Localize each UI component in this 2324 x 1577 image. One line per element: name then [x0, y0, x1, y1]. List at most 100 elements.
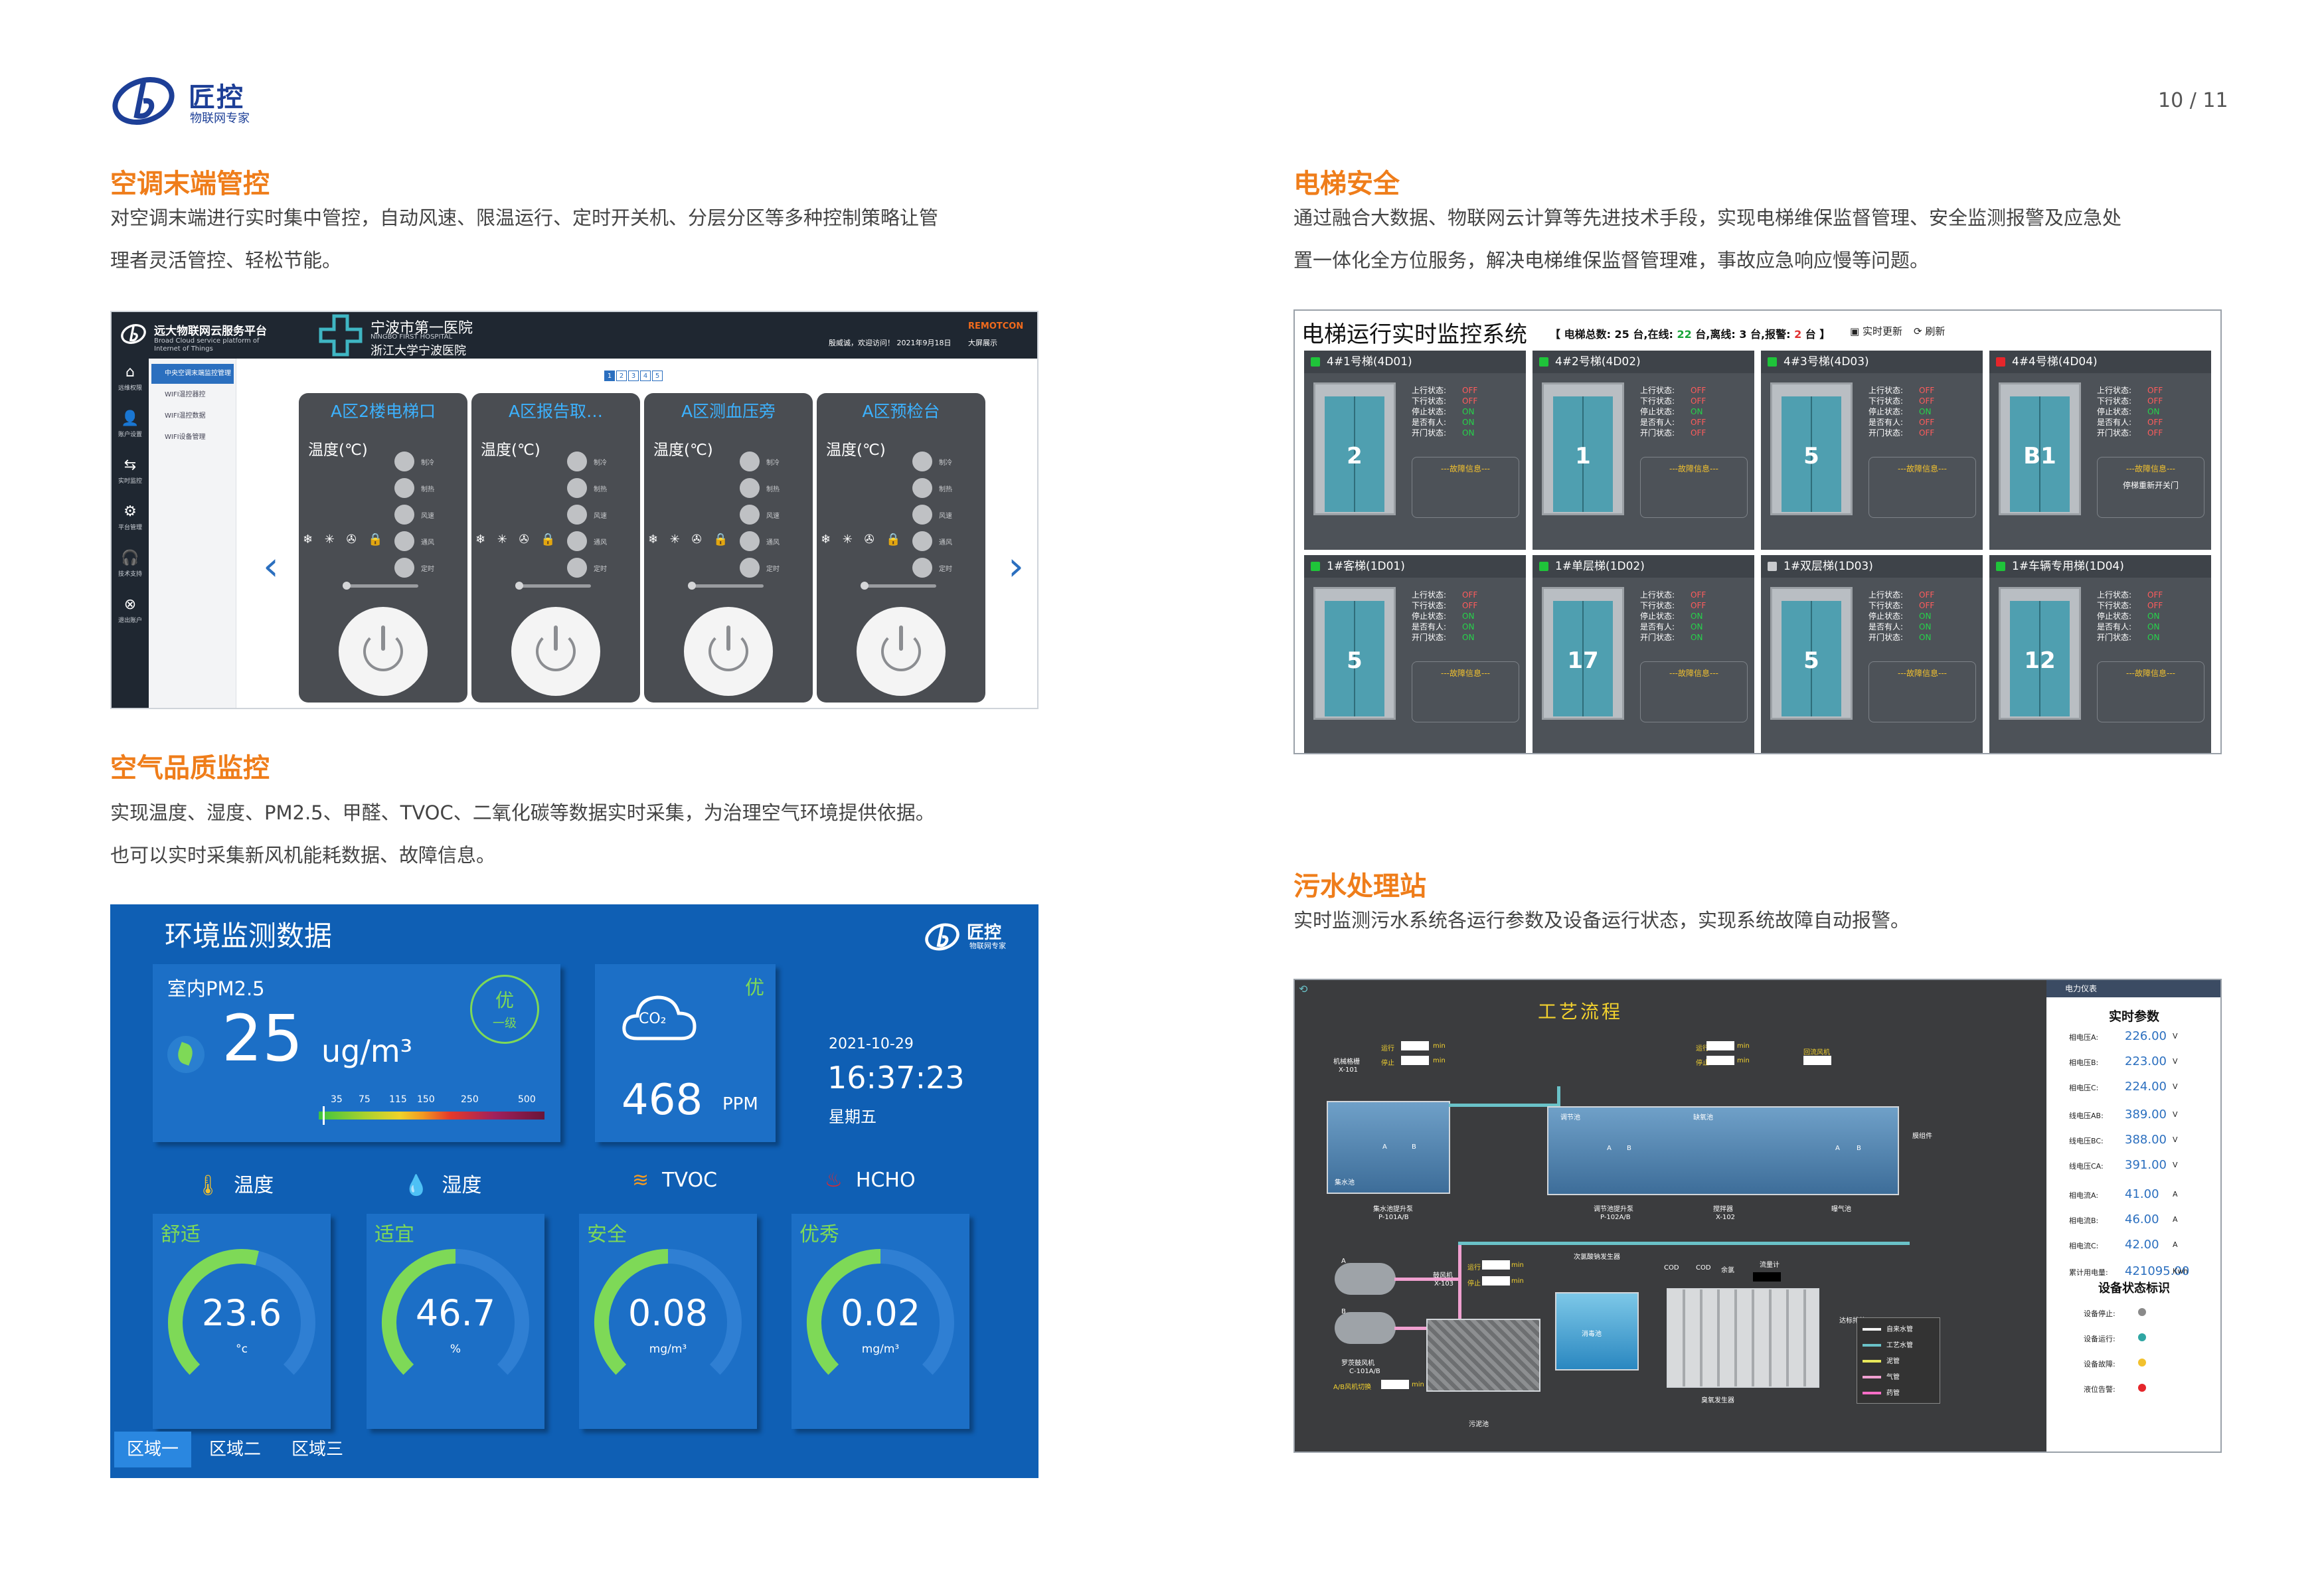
- tab-zone-2[interactable]: 区域二: [208, 1440, 261, 1459]
- pm25-unit: ug/m³: [321, 1033, 413, 1069]
- grid-run-input[interactable]: [1401, 1041, 1429, 1050]
- page-button[interactable]: 3: [628, 371, 639, 381]
- ab-switch-input[interactable]: [1381, 1380, 1409, 1389]
- gauge-fill-arc: [168, 1249, 259, 1375]
- pipe-key-item: 泥管: [1863, 1355, 1942, 1365]
- ac-option-button[interactable]: 定时: [567, 558, 640, 584]
- sidebar-item-logout[interactable]: ⊗退出账户: [112, 591, 149, 637]
- menu-item-central-ac[interactable]: 中央空调末端监控管理: [151, 364, 234, 384]
- page-button[interactable]: 4: [640, 371, 651, 381]
- option-dot-icon: [394, 478, 414, 498]
- sewage-refresh-icon[interactable]: ⟲: [1299, 983, 1308, 995]
- big-screen-link[interactable]: 大屏展示: [968, 339, 997, 347]
- next-arrow-icon[interactable]: ›: [1008, 543, 1024, 590]
- current-time: 16:37:23: [827, 1060, 965, 1096]
- power-button[interactable]: [684, 607, 773, 696]
- option-dot-icon: [567, 531, 587, 551]
- ac-unit-title: A区报告取…: [508, 402, 604, 421]
- temp-slider[interactable]: [861, 582, 936, 590]
- elevator-status-row: 停止状态:ON: [2097, 407, 2160, 416]
- pipe-key-item: 药管: [1863, 1387, 1942, 1397]
- disinfection-tank: [1555, 1292, 1639, 1370]
- ac-option-button[interactable]: 制冷: [394, 452, 467, 478]
- metric-label-hcho: ♨HCHO: [825, 1169, 916, 1192]
- gauge-arc: [807, 1249, 954, 1375]
- option-dot-icon: [567, 558, 587, 578]
- sidebar-item-support[interactable]: 🎧技术支持: [112, 544, 149, 591]
- ac-option-button[interactable]: 定时: [394, 558, 467, 584]
- sidebar-item-remote[interactable]: ⌂远维权限: [112, 359, 149, 405]
- ac-option-button[interactable]: 制热: [394, 478, 467, 505]
- ac-option-button[interactable]: 定时: [912, 558, 985, 584]
- membrane-tank: [1667, 1288, 1819, 1388]
- tvoc-icon: ≋: [632, 1169, 649, 1192]
- option-dot-icon: [567, 452, 587, 471]
- status-led-icon: [1996, 562, 2005, 571]
- ac-option-button[interactable]: 制冷: [740, 452, 813, 478]
- temp-slider[interactable]: [343, 582, 418, 590]
- fan-stop-input[interactable]: [1482, 1276, 1510, 1286]
- ac-option-button[interactable]: 风速: [567, 505, 640, 531]
- menu-item-wifi-data[interactable]: WIFI温控数据: [165, 412, 206, 420]
- mixer-run-input[interactable]: [1706, 1041, 1734, 1050]
- tab-zone-3[interactable]: 区域三: [291, 1440, 343, 1459]
- fan-run-input[interactable]: [1482, 1260, 1510, 1270]
- power-button[interactable]: [339, 607, 428, 696]
- elevator-floor: B1: [2023, 443, 2056, 469]
- process-flow-title: 工艺流程: [1538, 1001, 1623, 1023]
- elevator-door: 5: [1313, 587, 1396, 720]
- ac-option-button[interactable]: 定时: [740, 558, 813, 584]
- section-text-elevator-2: 置一体化全方位服务，解决电梯维保监督管理难，事故应急响应慢等问题。: [1293, 249, 1930, 272]
- elevator-status-row: 开门状态:ON: [1412, 428, 1475, 438]
- grid-stop-input[interactable]: [1401, 1056, 1429, 1065]
- pm25-card: 室内PM2.5 25 ug/m³ 优一级 35 75 115 150 250 5…: [153, 964, 560, 1142]
- tab-zone-1[interactable]: 区域一: [114, 1432, 191, 1467]
- ac-option-button[interactable]: 风速: [740, 505, 813, 531]
- ac-option-button[interactable]: 风速: [912, 505, 985, 531]
- refresh-button[interactable]: ⟳ 刷新: [1914, 325, 1946, 337]
- gauge-grade: 适宜: [374, 1223, 414, 1246]
- page-button[interactable]: 2: [616, 371, 627, 381]
- ac-option-button[interactable]: 制热: [740, 478, 813, 505]
- status-dot-icon: [2138, 1333, 2146, 1341]
- thermometer-icon: 🌡: [195, 1174, 221, 1197]
- elevator-floor: 5: [1803, 647, 1819, 674]
- ac-mode-icons: ❄ ✳ ✇ 🔒: [821, 533, 905, 546]
- power-button[interactable]: [857, 607, 946, 696]
- ac-option-button[interactable]: 制冷: [912, 452, 985, 478]
- elevator-status-row: 上行状态:OFF: [2097, 386, 2163, 395]
- sidebar-item-account[interactable]: 👤账户设置: [112, 405, 149, 452]
- ac-option-button[interactable]: 通风: [912, 531, 985, 558]
- page-button[interactable]: 1: [604, 371, 615, 381]
- elevator-status-row: 开门状态:OFF: [2097, 428, 2163, 438]
- return-input[interactable]: [1803, 1056, 1831, 1065]
- pipe-key-item: 气管: [1863, 1371, 1942, 1381]
- sidebar-item-platform[interactable]: ⚙平台管理: [112, 498, 149, 544]
- temp-slider[interactable]: [688, 582, 764, 590]
- ac-option-button[interactable]: 通风: [740, 531, 813, 558]
- gauge-value: 0.02: [840, 1292, 921, 1334]
- mixer-stop-input[interactable]: [1706, 1056, 1734, 1065]
- temp-slider[interactable]: [515, 582, 591, 590]
- gauge-value: 46.7: [415, 1292, 496, 1334]
- ac-option-button[interactable]: 制冷: [567, 452, 640, 478]
- menu-item-wifi-control[interactable]: WIFI温控器控: [165, 391, 206, 398]
- ac-option-button[interactable]: 通风: [394, 531, 467, 558]
- user-icon: 👤: [121, 410, 139, 427]
- co2-value: 468: [622, 1076, 703, 1125]
- ac-option-button[interactable]: 风速: [394, 505, 467, 531]
- pm25-scale-bar: [319, 1112, 544, 1120]
- sidebar-item-monitor[interactable]: ⇆实时监控: [112, 452, 149, 498]
- power-button[interactable]: [511, 607, 600, 696]
- ac-option-button[interactable]: 制热: [912, 478, 985, 505]
- page-button[interactable]: 5: [652, 371, 663, 381]
- realtime-update-checkbox[interactable]: ▣ 实时更新: [1850, 325, 1902, 337]
- elevator-status-row: 停止状态:ON: [2097, 612, 2160, 621]
- prev-arrow-icon[interactable]: ‹: [263, 543, 279, 590]
- ac-option-button[interactable]: 制热: [567, 478, 640, 505]
- ac-option-button[interactable]: 通风: [567, 531, 640, 558]
- menu-item-wifi-device[interactable]: WIFI设备管理: [165, 434, 206, 441]
